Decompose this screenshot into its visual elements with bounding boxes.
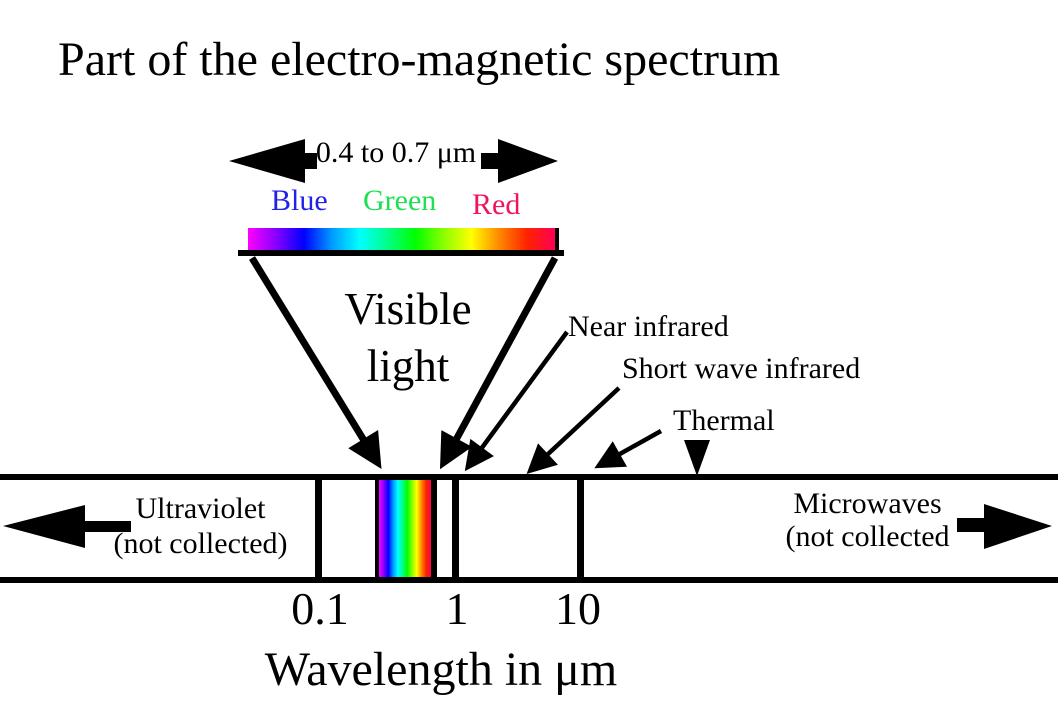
green-label: Green: [363, 184, 437, 217]
ultraviolet-line1: Ultraviolet: [135, 492, 266, 525]
red-label: Red: [472, 188, 521, 221]
visible-range-label: 0.4 to 0.7 μm: [315, 136, 477, 169]
short-wave-infrared-arrow: [526, 386, 621, 474]
spectrum-bar-underline: [238, 250, 564, 256]
microwaves-label: Microwaves (not collected: [775, 487, 960, 553]
thermal-arrow: [594, 429, 663, 469]
ultraviolet-label: Ultraviolet (not collected): [103, 492, 298, 561]
band-divider-1: [452, 480, 459, 577]
band-divider-10: [577, 480, 584, 577]
wavelength-axis-label: Wavelength in μm: [264, 643, 618, 696]
thermal-label: Thermal: [673, 404, 775, 437]
tick-1: 1: [445, 583, 469, 634]
range-arrow-left-icon: [229, 139, 317, 183]
microwaves-line2: (not collected: [785, 520, 950, 553]
wavelength-band: [0, 474, 1058, 583]
tick-10: 10: [555, 583, 601, 634]
visible-band-segment: [375, 480, 437, 577]
band-divider-0.1: [315, 480, 322, 577]
near-infrared-label: Near infrared: [568, 310, 729, 343]
diagram-title: Part of the electro-magnetic spectrum: [58, 33, 781, 86]
visible-light-line2: light: [366, 341, 450, 392]
blue-label: Blue: [271, 184, 328, 217]
range-arrow-right-icon: [481, 139, 558, 183]
visible-light-line1: Visible: [344, 284, 472, 334]
thermal-pointer-triangle-icon: [684, 440, 710, 476]
short-wave-infrared-label: Short wave infrared: [622, 352, 861, 385]
visible-light-label: Visible light: [323, 281, 493, 395]
tick-0.1: 0.1: [291, 583, 349, 634]
visible-spectrum-gradient-bar: [248, 228, 559, 251]
microwaves-line1: Microwaves: [793, 487, 942, 520]
ultraviolet-line2: (not collected): [113, 526, 288, 560]
